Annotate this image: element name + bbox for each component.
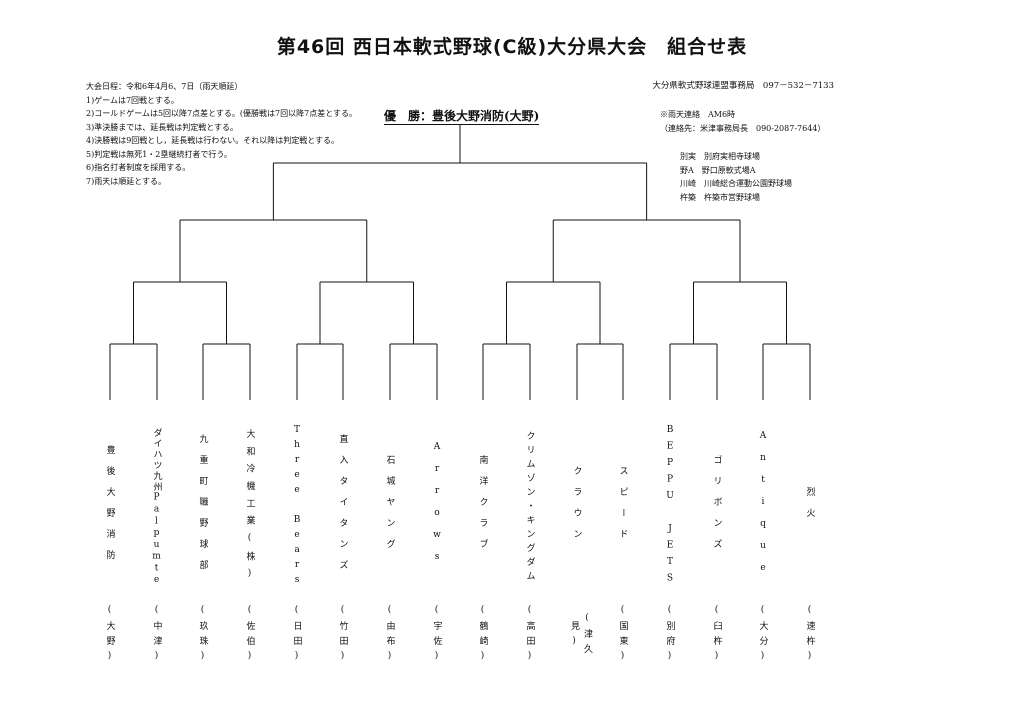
venue-item: 川崎 川崎総合運動公園野球場 [680, 179, 792, 188]
team-name-text: 南洋クラブ [477, 455, 488, 560]
tournament-rules: 大会日程：令和6年4月6、7日（雨天順延） 1)ゲームは7回戦とする。 2)コー… [86, 80, 357, 188]
team-name-text: 九重町職野球部 [197, 434, 208, 581]
team-area: (津久見) [569, 613, 592, 659]
team-area: (中津) [151, 605, 162, 667]
venue-legend: 別実 別府実相寺球場 野A 野口原軟式場A 川崎 川崎総合運動公園野球場 杵築 … [680, 150, 792, 204]
team-area: (速杵) [804, 605, 815, 667]
team-area: (由布) [384, 605, 395, 667]
team-name-text: スピード [617, 465, 628, 550]
team-name: 九重町職野球部 (玖珠) [194, 420, 212, 671]
rule-line: 5)判定戦は無死1・2塁継続打者で行う。 [86, 149, 232, 159]
team-name: ゴリボンズ (臼杵) [708, 420, 726, 671]
team-area: (国東) [617, 605, 628, 667]
team-name-text: ダイハツ九州Palpumte [151, 428, 162, 587]
team-name-text: 直入タイタンズ [337, 434, 348, 581]
team-area: (佐伯) [244, 605, 255, 667]
rule-line: 3)準決勝までは、延長戦は判定戦とする。 [86, 122, 238, 132]
team-name-text: 石城ヤング [384, 455, 395, 560]
team-name-text: 豊後大野消防 [104, 444, 115, 571]
team-area: (日田) [291, 605, 302, 667]
venue-item: 野A 野口原軟式場A [680, 165, 756, 175]
team-name: スピード (国東) [614, 420, 632, 671]
team-area: (竹田) [337, 605, 348, 667]
office-contact: 大分県軟式野球連盟事務局 097－532－7133 [652, 81, 834, 91]
team-name: 直入タイタンズ (竹田) [334, 420, 352, 671]
team-area: (高田) [524, 605, 535, 667]
team-area: (別府) [664, 605, 675, 667]
team-name-text: BEPPU JETS [665, 425, 675, 590]
team-name: Antique (大分) [754, 420, 772, 671]
rule-line: 6)指名打者制度を採用する。 [86, 163, 191, 172]
team-name-text: Three Bears [292, 425, 302, 590]
team-name-text: Antique [758, 430, 768, 585]
team-name: 南洋クラブ (鶴崎) [474, 420, 492, 671]
champion-banner: 優 勝：豊後大野消防(大野) [384, 109, 540, 125]
venue-item: 別実 別府実相寺球場 [680, 152, 760, 161]
rule-line: 大会日程：令和6年4月6、7日（雨天順延） [86, 82, 243, 91]
rule-line: 2)コールドゲームは5回以降7点差とする。(優勝戦は7回以降7点差とする。 [86, 109, 357, 118]
team-name: 石城ヤング (由布) [381, 420, 399, 671]
team-name: 烈火 (速杵) [801, 420, 819, 671]
rain-contact: ※雨天連絡 AM6時 （連絡先：米津事務局長 090-2087-7644） [660, 108, 825, 135]
team-name: 豊後大野消防 (大野) [101, 420, 119, 671]
rule-line: 4)決勝戦は9回戦とし，延長戦は行わない。それ以降は判定戦とする。 [86, 136, 340, 145]
team-name-text: クリムゾン・キングダム [524, 430, 535, 585]
team-name: Three Bears (日田) [288, 420, 306, 671]
team-name: BEPPU JETS (別府) [661, 420, 679, 671]
team-area: (鶴崎) [477, 605, 488, 667]
rule-line: 7)雨天は順延とする。 [86, 176, 166, 186]
team-area: (玖珠) [197, 605, 208, 667]
team-name: クリムゾン・キングダム (高田) [521, 420, 539, 671]
rain-contact-person: （連絡先：米津事務局長 090-2087-7644） [660, 123, 826, 133]
rain-contact-time: ※雨天連絡 AM6時 [660, 110, 736, 119]
team-area: (宇佐) [431, 605, 442, 667]
team-name: 大和冷機工業(株) (佐伯) [241, 420, 259, 671]
team-name: クラウン (津久見) [568, 420, 592, 671]
team-area: (大野) [104, 605, 115, 667]
team-area: (臼杵) [711, 605, 722, 667]
team-name-text: クラウン [571, 465, 582, 550]
page-title: 第46回 西日本軟式野球(C級)大分県大会 組合せ表 [276, 36, 748, 58]
team-name-text: 大和冷機工業(株) [244, 428, 255, 587]
team-name-text: 烈火 [804, 486, 815, 529]
venue-item: 杵築 杵築市営野球場 [680, 192, 760, 202]
team-name-text: ゴリボンズ [711, 455, 722, 560]
rule-line: 1)ゲームは7回戦とする。 [86, 95, 179, 105]
team-name-text: Arrows [432, 441, 442, 574]
team-name: ダイハツ九州Palpumte (中津) [148, 420, 166, 671]
team-area: (大分) [757, 605, 768, 667]
team-name: Arrows (宇佐) [428, 420, 446, 671]
